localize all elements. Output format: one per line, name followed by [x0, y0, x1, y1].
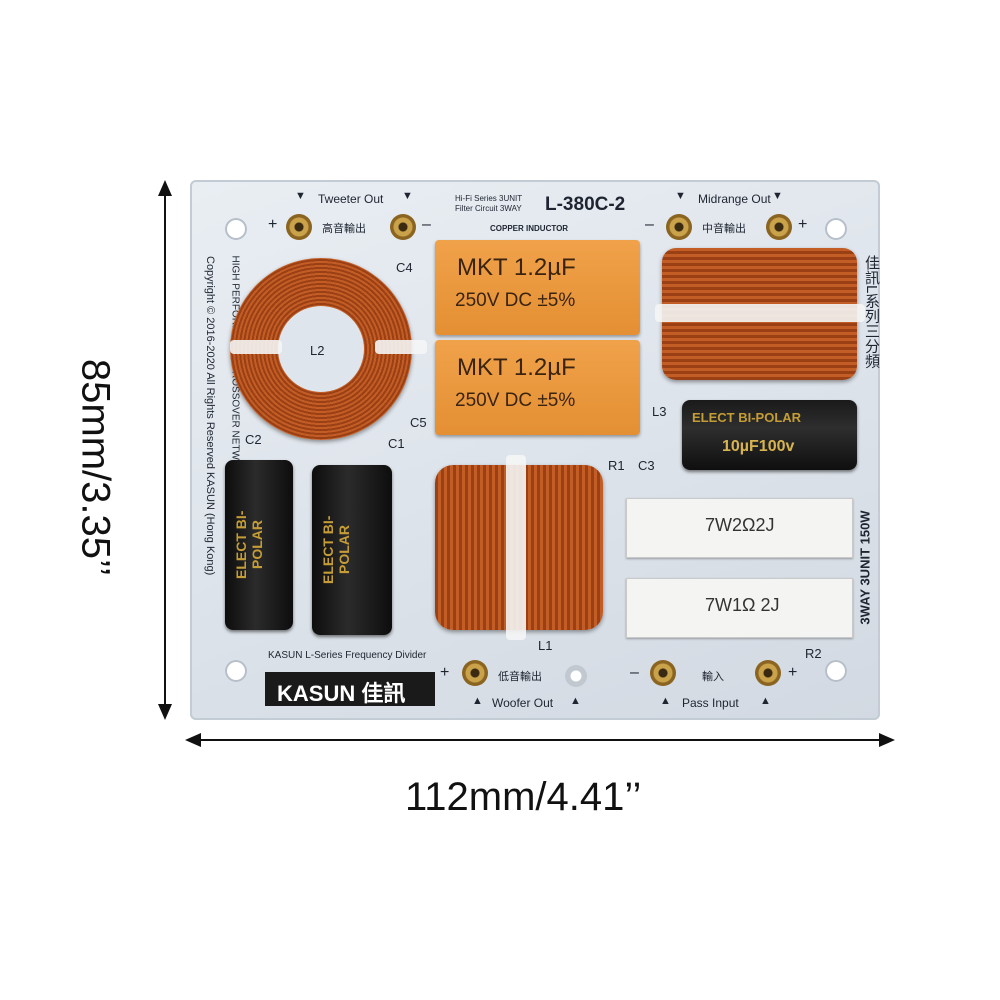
side-cn-text: 佳訊L系列三分頻	[863, 255, 880, 369]
r2-label: R2	[805, 646, 822, 661]
arrow-down-icon: ▼	[402, 190, 413, 202]
r1-value: 7W2Ω2J	[705, 515, 775, 535]
l2-label: L2	[310, 343, 325, 358]
c4-rating: 250V DC ±5%	[455, 290, 576, 311]
midrange-out-label: Midrange Out	[698, 192, 771, 206]
c4-value: MKT 1.2µF	[457, 254, 576, 281]
mount-hole-bottom-left	[225, 660, 247, 682]
woofer-out-label: Woofer Out	[492, 696, 554, 710]
c3-text-2: 10µF100v	[722, 438, 795, 455]
arrow-up-icon: ▲	[760, 695, 771, 707]
arrow-down-icon: ▼	[675, 190, 686, 202]
c3-text-1: ELECT BI-POLAR	[692, 410, 802, 425]
tweeter-plus-terminal	[286, 214, 312, 240]
tweeter-minus-terminal	[390, 214, 416, 240]
tweeter-plus-label: +	[268, 216, 278, 233]
l3-label: L3	[652, 404, 667, 419]
midrange-plus-terminal	[766, 214, 792, 240]
c5-rating: 250V DC ±5%	[455, 390, 576, 411]
series-line-1: Hi-Fi Series 3UNIT	[455, 194, 523, 203]
arrow-down-icon: ▼	[295, 190, 306, 202]
arrow-up-icon: ▲	[660, 695, 671, 707]
midrange-plus-label: +	[798, 216, 808, 233]
model-label: L-380C-2	[545, 194, 626, 215]
input-minus-terminal	[650, 660, 676, 686]
capacitor-c2: ELECT BI-POLAR	[225, 460, 293, 630]
mount-hole-top-right	[825, 218, 847, 240]
kasun-series-line: KASUN L-Series Frequency Divider	[268, 650, 427, 661]
capacitor-c4: MKT 1.2µF 250V DC ±5%	[435, 240, 640, 335]
mount-hole-top-left	[225, 218, 247, 240]
copyright-text: Copyright © 2016-2020 All Rights Reserve…	[204, 256, 216, 576]
c4-label: C4	[396, 260, 413, 275]
input-plus-label: +	[788, 664, 798, 681]
height-dimension-label: 85mm/3.35’’	[73, 358, 118, 577]
c3-label: C3	[638, 458, 655, 473]
arrow-up-icon: ▲	[472, 695, 483, 707]
width-dimension-label: 112mm/4.41’’	[405, 775, 642, 819]
c5-label: C5	[410, 415, 427, 430]
c1-text: ELECT BI-POLAR	[320, 515, 352, 585]
c1-label: C1	[388, 436, 405, 451]
tweeter-cn-label: 高音輸出	[322, 223, 366, 235]
rating-text: 3WAY 3UNIT 150W	[857, 510, 873, 625]
woofer-plus-terminal	[462, 660, 488, 686]
brand-text: KASUN 佳訊	[277, 681, 406, 706]
c2-label: C2	[245, 432, 262, 447]
pass-input-label: Pass Input	[682, 696, 739, 710]
c5-value: MKT 1.2µF	[457, 354, 576, 381]
capacitor-c1: ELECT BI-POLAR	[312, 465, 392, 635]
tweeter-out-label: Tweeter Out	[318, 192, 384, 206]
cable-tie	[506, 455, 526, 640]
cable-tie	[655, 304, 865, 322]
l1-label: L1	[538, 638, 553, 653]
midrange-minus-terminal	[666, 214, 692, 240]
copper-inductor-label: COPPER INDUCTOR	[490, 224, 569, 233]
crossover-board: Tweeter Out ▼ ▼ Hi-Fi Series 3UNIT Filte…	[190, 180, 880, 720]
input-plus-terminal	[755, 660, 781, 686]
r2-value: 7W1Ω 2J	[705, 595, 780, 615]
inductor-l2-core	[278, 306, 364, 392]
input-cn-label: 輸入	[702, 671, 724, 683]
capacitor-c3: ELECT BI-POLAR 10µF100v	[682, 400, 857, 470]
midrange-cn-label: 中音輸出	[702, 223, 746, 235]
cable-tie	[375, 340, 427, 354]
resistor-r1: 7W2Ω2J	[626, 498, 853, 558]
r1-label: R1	[608, 458, 625, 473]
input-minus-label: –	[630, 664, 639, 681]
solder-pad	[565, 665, 587, 687]
kasun-logo: KASUN 佳訊	[265, 672, 435, 706]
series-line-2: Filter Circuit 3WAY	[455, 204, 522, 213]
midrange-minus-label: –	[645, 216, 654, 233]
arrow-down-icon: ▼	[772, 190, 783, 202]
arrow-up-icon: ▲	[570, 695, 581, 707]
cable-tie	[230, 340, 282, 354]
capacitor-c5: MKT 1.2µF 250V DC ±5%	[435, 340, 640, 435]
resistor-r2: 7W1Ω 2J	[626, 578, 853, 638]
mount-hole-bottom-right	[825, 660, 847, 682]
c2-text: ELECT BI-POLAR	[233, 510, 265, 580]
woofer-plus-label: +	[440, 664, 450, 681]
tweeter-minus-label: –	[422, 216, 431, 233]
woofer-cn-label: 低音輸出	[498, 671, 542, 683]
